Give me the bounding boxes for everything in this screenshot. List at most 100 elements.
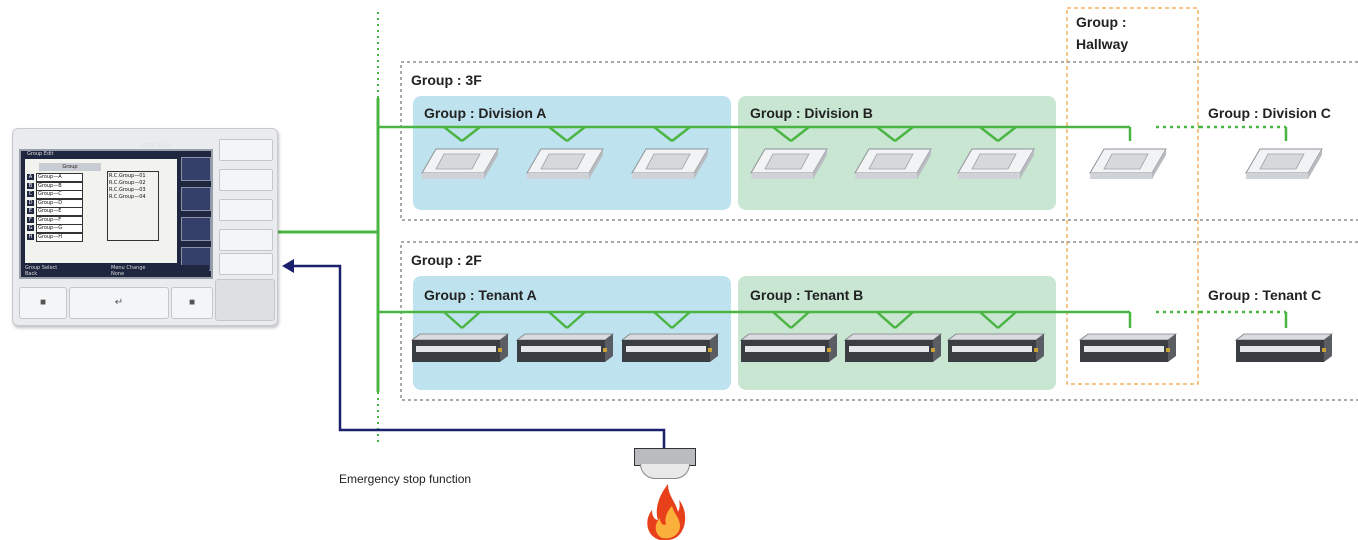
controller-side-button[interactable]: [219, 169, 273, 191]
unit-side: [1168, 334, 1176, 362]
unit-grille: [1084, 346, 1164, 352]
unit-top: [515, 333, 615, 341]
unit-side: [484, 149, 498, 179]
cassette-unit: [854, 148, 932, 179]
group-row-key: D: [27, 199, 34, 206]
unit-top: [1078, 333, 1178, 341]
unit-drop-wire: [997, 311, 1017, 329]
screen-title: Group Edit: [27, 151, 54, 157]
controller-menu-button[interactable]: ■: [19, 287, 67, 319]
emergency-line: [292, 264, 666, 448]
zone-tenant-b-label: Group : Tenant B: [750, 287, 864, 303]
ducted-unit: [1234, 333, 1334, 362]
group-row-name: Group—H: [36, 232, 83, 242]
unit-side: [1020, 149, 1034, 179]
unit-side: [855, 173, 917, 179]
ducted-unit: [410, 333, 510, 362]
emergency-stop-label: Emergency stop function: [339, 472, 472, 486]
footer-right: Menu Change: [111, 265, 146, 271]
unit-side: [1036, 334, 1044, 362]
screen-rc-row: R.C.Group—01: [109, 173, 146, 179]
unit-port: [498, 348, 502, 352]
controller-side-button[interactable]: [219, 253, 273, 275]
unit-side: [1308, 149, 1322, 179]
unit-port: [1166, 348, 1170, 352]
screen-rc-row: R.C.Group—04: [109, 194, 146, 200]
unit-top: [1234, 333, 1334, 341]
floor-2f-label: Group : 2F: [411, 252, 482, 268]
screen-side-panel: [181, 157, 211, 181]
unit-port: [603, 348, 607, 352]
controller-side-button[interactable]: [219, 199, 273, 221]
unit-side: [933, 334, 941, 362]
zone-division-c-label: Group : Division C: [1208, 105, 1331, 121]
unit-grille: [1259, 153, 1305, 170]
unit-side: [589, 149, 603, 179]
screen-rc-row: R.C.Group—03: [109, 187, 146, 193]
group-row-key: F: [27, 216, 34, 223]
group-row-key: B: [27, 182, 34, 189]
unit-drop-wire: [790, 126, 810, 142]
unit-side: [751, 173, 813, 179]
unit-drop-wire: [671, 126, 691, 142]
group-row-key: A: [27, 174, 34, 180]
unit-grille: [764, 153, 810, 170]
unit-grille: [521, 346, 601, 352]
unit-grille: [435, 153, 481, 170]
unit-grille: [416, 346, 496, 352]
unit-drop-wire: [548, 311, 568, 329]
wiring: [276, 12, 1288, 448]
unit-drop-wire: [566, 311, 586, 329]
unit-side: [1246, 173, 1308, 179]
sensor-dome: [640, 464, 690, 479]
unit-drop-wire: [894, 311, 914, 329]
unit-top: [739, 333, 839, 341]
group-row-key: E: [27, 208, 34, 214]
unit-drop-wire: [653, 311, 673, 329]
hallway-border: [1066, 7, 1199, 385]
screen-list-header: Group: [39, 163, 101, 171]
unit-grille: [645, 153, 691, 170]
flame-inner: [655, 506, 680, 539]
unit-side: [1090, 173, 1152, 179]
unit-side: [527, 173, 589, 179]
emergency-arrow: [282, 259, 294, 273]
unit-drop-wire: [772, 126, 792, 142]
indoor-units: [410, 148, 1334, 362]
ducted-unit: [620, 333, 720, 362]
controller-arrow-pad[interactable]: [215, 279, 275, 321]
unit-side: [1324, 334, 1332, 362]
screen-time: 11/05 12:45: [140, 143, 171, 149]
unit-grille: [868, 153, 914, 170]
unit-drop-wire: [653, 126, 673, 142]
unit-side: [605, 334, 613, 362]
hallway-label-line1: Group :: [1076, 14, 1127, 30]
unit-side: [829, 334, 837, 362]
footer-right-2: None: [111, 271, 125, 277]
controller-cancel-button[interactable]: ■: [171, 287, 213, 319]
unit-drop-wire: [894, 126, 914, 142]
unit-grille: [1103, 153, 1149, 170]
unit-drop-wire: [671, 311, 691, 329]
unit-port: [827, 348, 831, 352]
screen-side-panel: [181, 217, 211, 241]
controller-enter-button[interactable]: ↵: [69, 287, 169, 319]
cassette-unit: [1245, 148, 1323, 179]
controller-side-button[interactable]: [219, 139, 273, 161]
footer-left: Group Select: [25, 265, 58, 271]
controller-side-button[interactable]: [219, 229, 273, 251]
unit-drop-wire: [876, 126, 896, 142]
unit-grille: [971, 153, 1017, 170]
unit-side: [694, 149, 708, 179]
unit-side: [917, 149, 931, 179]
